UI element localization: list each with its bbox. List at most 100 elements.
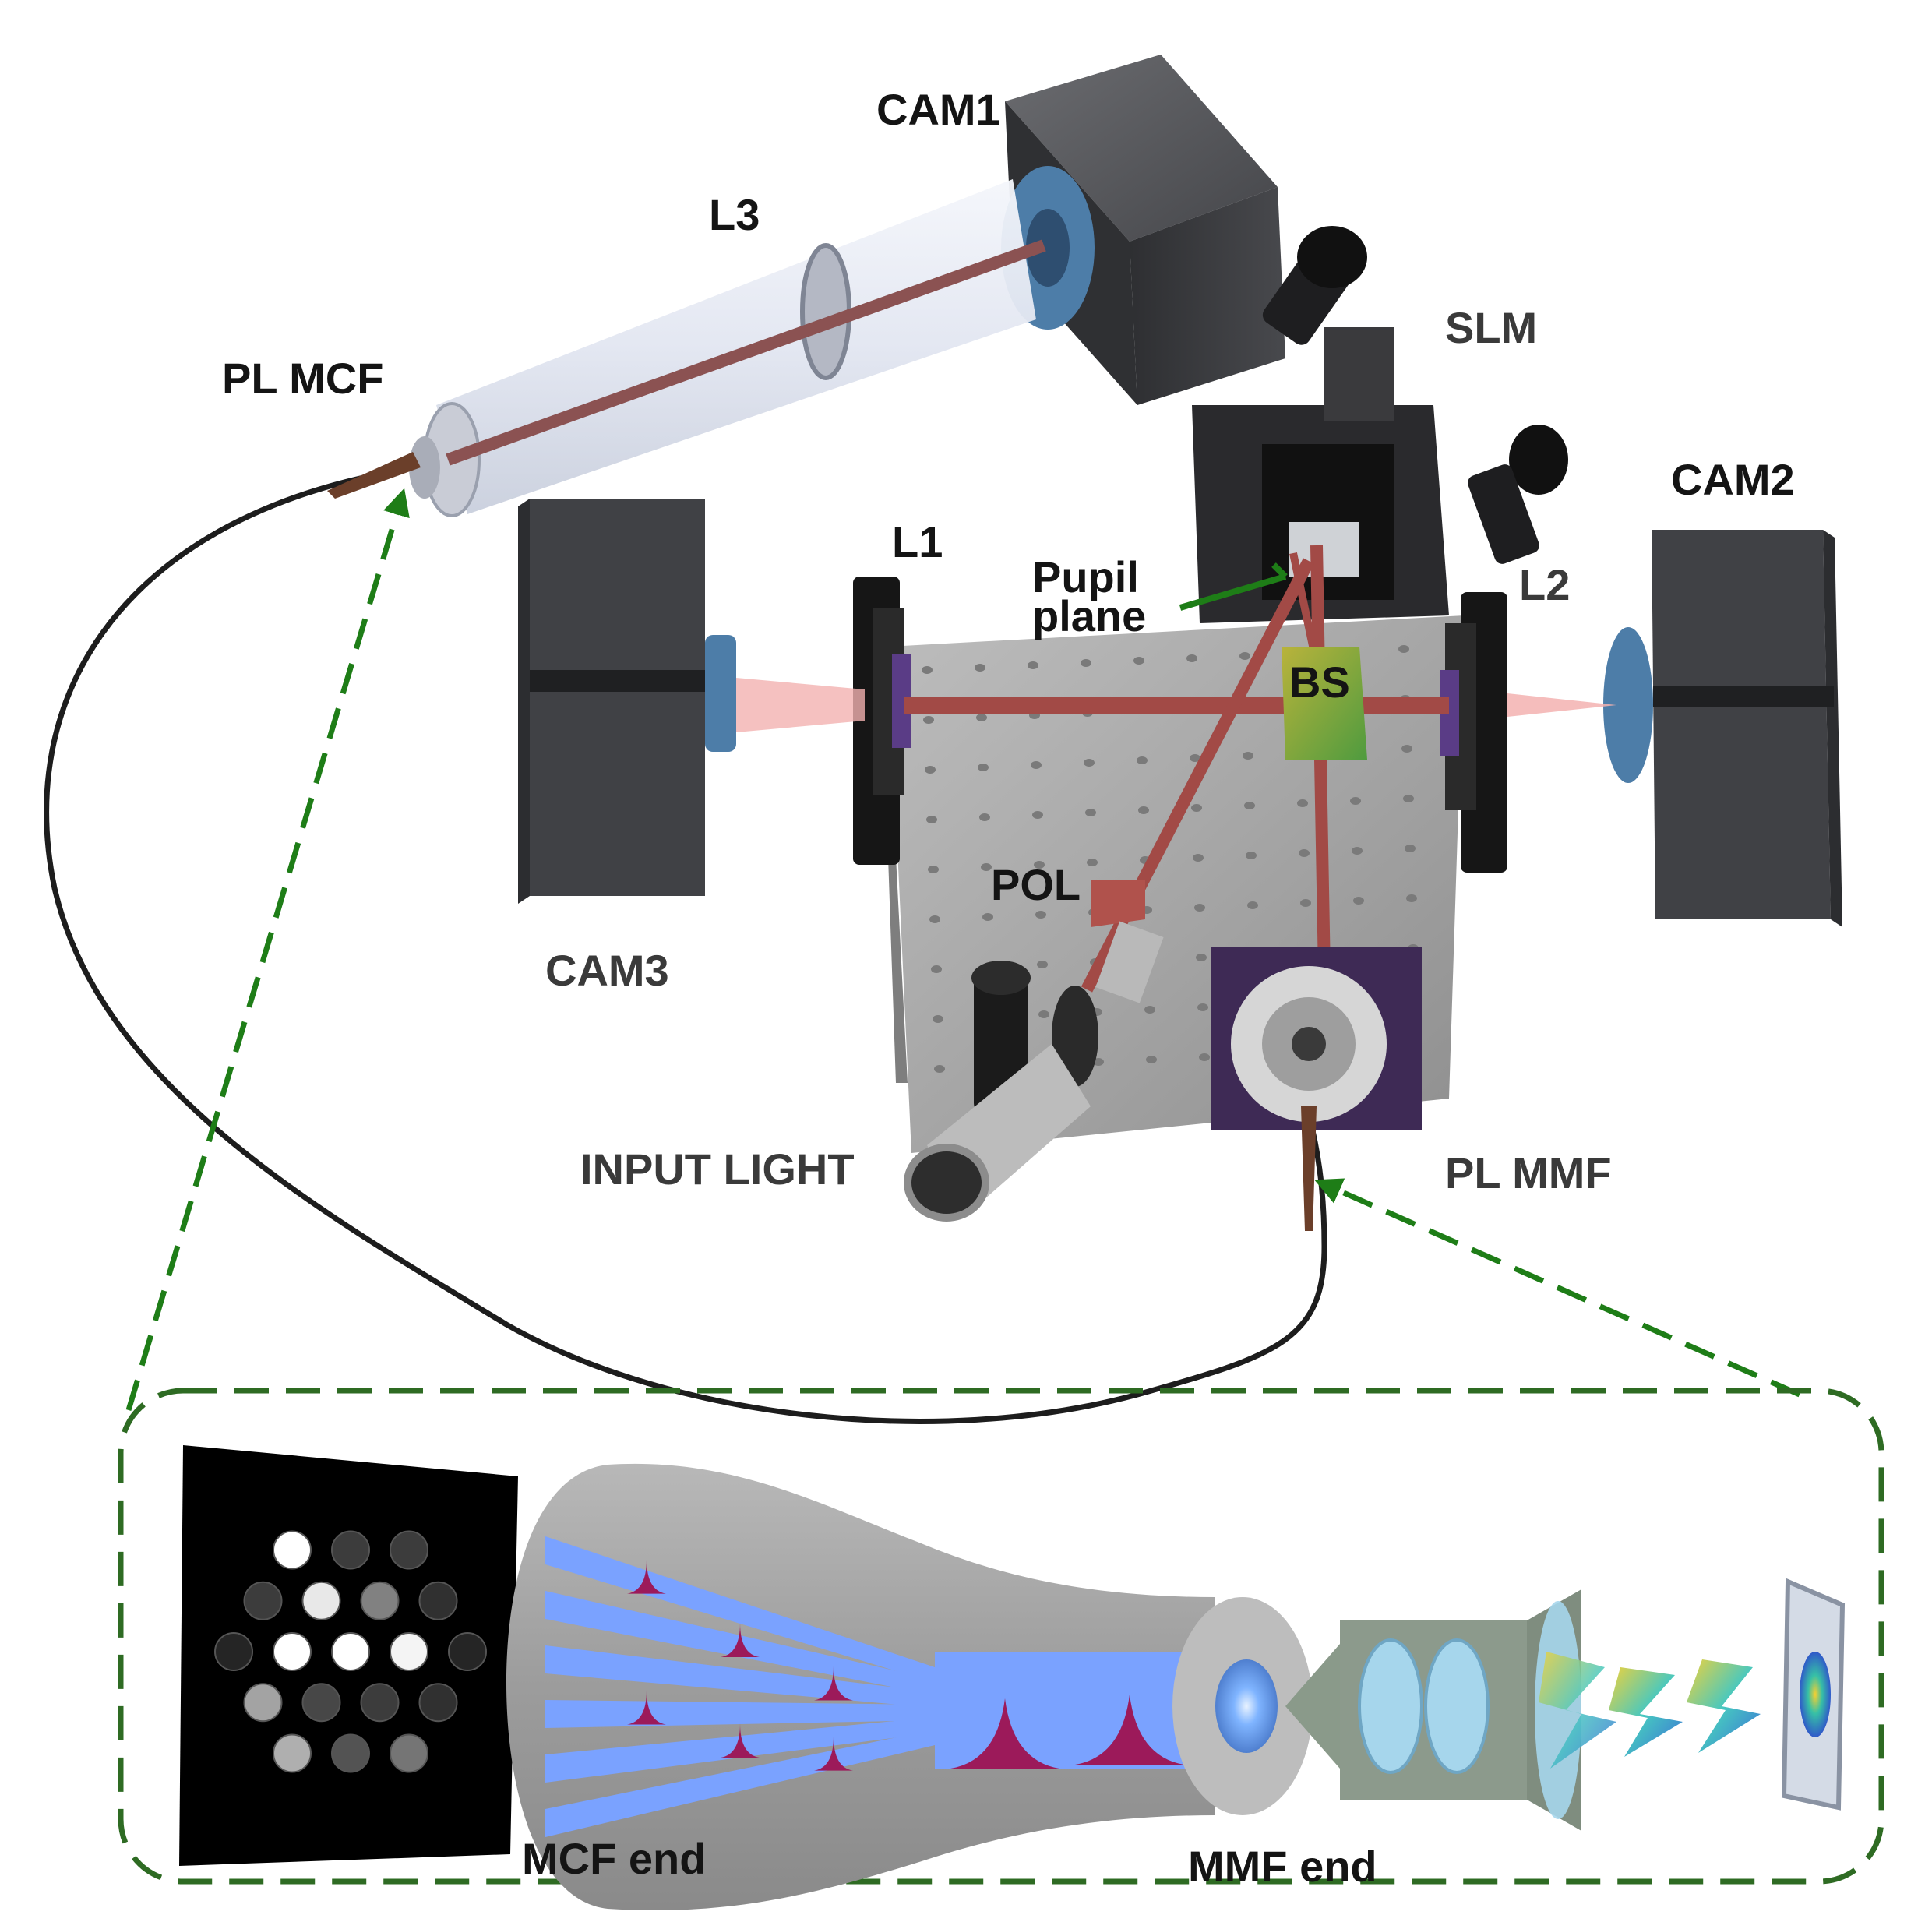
mcf-end-label: MCF end: [522, 1834, 706, 1883]
breadboard-hole: [1401, 745, 1412, 753]
breadboard-hole: [1190, 754, 1200, 762]
breadboard-hole: [1353, 897, 1364, 905]
bs-label: BS: [1289, 658, 1350, 707]
mcf-core-spot: [448, 1632, 487, 1671]
breadboard-hole: [979, 813, 990, 821]
breadboard-hole: [926, 816, 937, 823]
input-spot: [1800, 1652, 1831, 1737]
pl-mcf-taper: [327, 452, 421, 499]
breadboard-hole: [1297, 799, 1308, 807]
breadboard-hole: [1247, 901, 1258, 909]
breadboard-hole: [1138, 806, 1149, 814]
breadboard-hole: [923, 716, 934, 724]
mode-profile: [721, 1623, 760, 1657]
breadboard-hole: [1081, 659, 1091, 667]
cam2-lens: [1603, 627, 1653, 783]
fiber-cable: [44, 472, 1327, 1424]
breadboard-hole: [975, 664, 985, 672]
mode-profile: [1075, 1695, 1184, 1765]
breadboard-hole: [1239, 652, 1250, 660]
pl-mmf-label: PL MMF: [1445, 1148, 1612, 1197]
l3-lens-tube: [327, 179, 1046, 517]
cam1-label: CAM1: [876, 85, 1000, 134]
breadboard-hole: [1243, 752, 1253, 760]
breadboard-hole: [1146, 1056, 1157, 1063]
cam1-camera: [1001, 55, 1285, 405]
input-light-aperture: [904, 1144, 989, 1222]
l1-label: L1: [892, 517, 943, 566]
breadboard-hole: [922, 666, 933, 674]
pl-mcf-label: PL MCF: [222, 354, 383, 403]
breadboard-hole: [1193, 854, 1204, 862]
breadboard-hole: [1196, 954, 1207, 961]
breadboard-hole: [1352, 847, 1363, 855]
pol-label: POL: [991, 860, 1081, 909]
breadboard-hole: [1191, 804, 1202, 812]
breadboard-hole: [1035, 911, 1046, 919]
pupil-plane-pointer: [1179, 573, 1287, 611]
mode-profile: [627, 1690, 666, 1725]
breadboard-hole: [1144, 1006, 1155, 1014]
mcf-core-spot: [418, 1683, 458, 1723]
breadboard-hole: [1133, 657, 1144, 665]
breadboard-hole: [976, 714, 987, 721]
breadboard-hole: [1034, 861, 1045, 869]
breadboard-hole: [1398, 645, 1409, 653]
breadboard-hole: [1031, 761, 1042, 769]
cam3-lens: [705, 635, 736, 752]
mcf-arrow: [125, 488, 410, 1412]
cam3-camera: [518, 499, 736, 904]
mcf-core-spot: [301, 1581, 341, 1620]
breadboard-hole: [1085, 809, 1096, 816]
wavefronts: [1539, 1652, 1761, 1769]
polarizer: [1091, 880, 1164, 1003]
input-light-source: [904, 961, 1098, 1222]
mmf-arrow: [1314, 1178, 1801, 1398]
breadboard-hole: [928, 866, 939, 873]
cam2-label: CAM2: [1671, 455, 1795, 504]
mcf-core-spot: [331, 1530, 370, 1570]
breadboard-hole: [1087, 859, 1098, 866]
pl-mmf-taper: [1301, 1106, 1317, 1231]
mcf-core-spot: [418, 1581, 458, 1620]
breadboard-hole: [1028, 661, 1038, 669]
breadboard-hole: [1403, 795, 1414, 802]
cam3-label: CAM3: [545, 946, 669, 995]
l3-beam: [446, 239, 1046, 466]
breadboard-hole: [1197, 1003, 1208, 1011]
breadboard-hole: [1084, 759, 1095, 767]
mcf-core-spot: [360, 1581, 400, 1620]
slm-label: SLM: [1445, 303, 1537, 352]
breadboard-hole: [1406, 894, 1417, 902]
cam2-camera: [1603, 530, 1842, 927]
pupil-plane-pointer-tail: [1271, 562, 1288, 579]
beam-splitter: [1282, 647, 1367, 760]
breadboard-hole: [1405, 845, 1416, 852]
mcf-core-spot: [243, 1683, 283, 1723]
lens-2: [1424, 1638, 1490, 1774]
mcf-core-spot: [273, 1530, 312, 1570]
breadboard-hole: [981, 863, 992, 871]
pupil-plane-label-line2: plane: [1032, 591, 1146, 640]
mmf-end-core: [1215, 1659, 1278, 1753]
mcf-core-spot: [243, 1581, 283, 1620]
breadboard-hole: [1244, 802, 1255, 809]
l2-label: L2: [1519, 560, 1570, 609]
breadboard-hole: [978, 764, 989, 771]
breadboard-hole: [1137, 756, 1148, 764]
mcf-core-spot: [214, 1632, 253, 1671]
pl-mmf-mount: [1211, 947, 1422, 1231]
breadboard-hole: [1037, 961, 1048, 968]
lens-3: [1535, 1601, 1581, 1819]
mcf-core-spot: [390, 1632, 428, 1671]
breadboard-hole: [1300, 899, 1311, 907]
lens-1: [1358, 1638, 1423, 1774]
breadboard-hole: [982, 913, 993, 921]
mcf-core-spot: [390, 1733, 428, 1773]
breadboard-hole: [1199, 1053, 1210, 1061]
l3-label: L3: [709, 190, 760, 239]
breadboard-hole: [1194, 904, 1205, 912]
mcf-output-image: [179, 1445, 518, 1866]
mcf-core-spot: [301, 1683, 341, 1723]
